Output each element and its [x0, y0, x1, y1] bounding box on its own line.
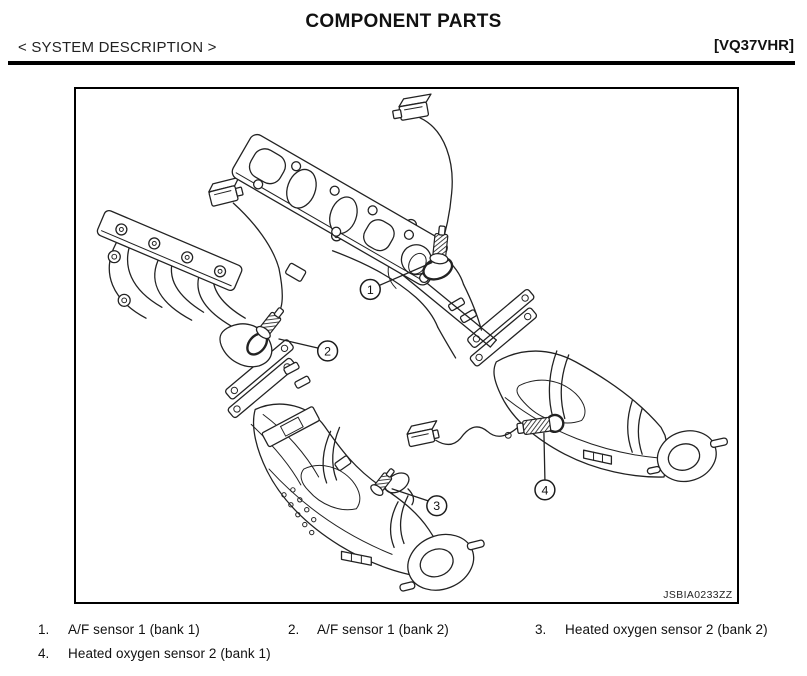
left-catalytic-converter	[250, 403, 441, 579]
callout-1-number: 1	[367, 283, 374, 297]
component-diagram: 1 2 3 4 JSBIA0233ZZ	[96, 93, 732, 601]
left-exhaust-assembly	[96, 176, 485, 592]
figure-id-label: JSBIA0233ZZ	[663, 590, 732, 601]
page-title: COMPONENT PARTS	[305, 11, 502, 32]
callout-2: 2	[278, 338, 339, 362]
callout-1: 1	[359, 262, 433, 301]
heat-shield-holes	[281, 487, 317, 536]
callout-3: 3	[391, 488, 448, 517]
right-manifold-bracket	[285, 262, 307, 282]
callout-3-number: 3	[433, 499, 440, 513]
engine-code-badge: [VQ37VHR]	[713, 37, 794, 54]
right-manifold	[231, 133, 448, 286]
legend-item-3-number: 3.	[535, 622, 547, 637]
legend-item-3-label: Heated oxygen sensor 2 (bank 2)	[565, 622, 768, 637]
right-catalytic-converter	[493, 350, 668, 478]
legend-item-4-number: 4.	[38, 646, 50, 661]
figure-box: 1 2 3 4 JSBIA0233ZZ	[74, 87, 739, 604]
sensor2-wire	[232, 202, 283, 308]
callout-4: 4	[534, 432, 556, 501]
right-exhaust-assembly	[231, 93, 729, 483]
left-manifold	[96, 209, 273, 368]
legend-item-1-number: 1.	[38, 622, 50, 637]
header-divider	[8, 61, 795, 65]
right-mid-flange	[448, 288, 538, 367]
callout-4-number: 4	[541, 483, 548, 497]
sensor2-connector	[208, 176, 244, 207]
ho2s-sensor-bank1	[516, 413, 565, 436]
sensor1-connector	[392, 93, 432, 121]
ho2s-sensor-bank2	[370, 468, 415, 506]
right-outlet-flange	[646, 430, 729, 483]
left-mid-flange	[225, 339, 311, 419]
sensor4-connector	[406, 420, 440, 448]
legend-item-4-label: Heated oxygen sensor 2 (bank 1)	[68, 646, 271, 661]
left-outlet-flange	[399, 533, 485, 592]
callout-2-number: 2	[324, 344, 331, 358]
af-sensor-bank2	[246, 307, 285, 356]
legend-item-2-number: 2.	[288, 622, 300, 637]
sensor4-wire	[435, 424, 521, 446]
legend-item-2-label: A/F sensor 1 (bank 2)	[317, 622, 449, 637]
legend-item-1-label: A/F sensor 1 (bank 1)	[68, 622, 200, 637]
breadcrumb: < SYSTEM DESCRIPTION >	[18, 39, 217, 56]
